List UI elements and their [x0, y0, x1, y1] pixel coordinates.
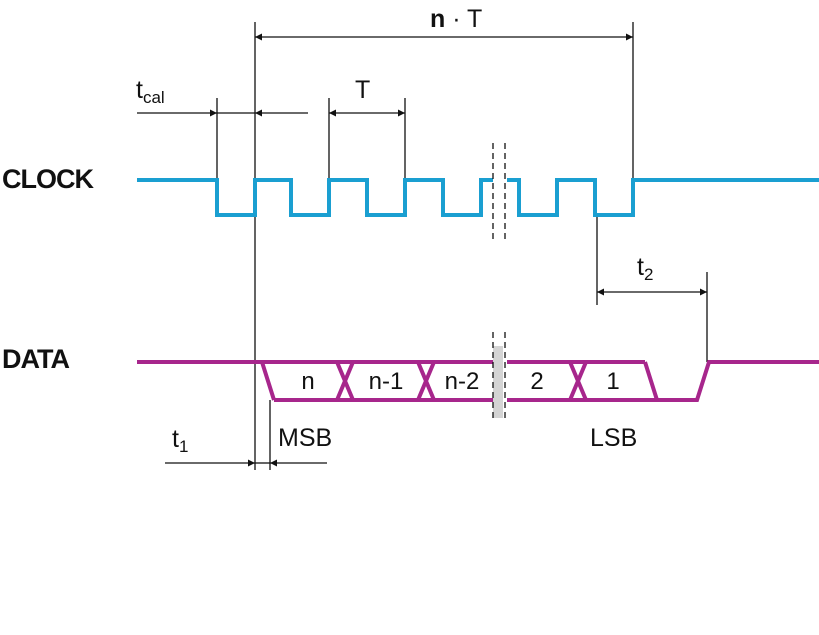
- data-bit-label: 1: [606, 368, 619, 395]
- t1-label: t1: [172, 425, 188, 456]
- clock-waveform: [137, 178, 819, 217]
- data-waveform-transitions: [260, 361, 659, 401]
- t2-label: t2: [637, 253, 653, 284]
- data-waveform-tail: [657, 360, 819, 402]
- period-label: T: [355, 76, 370, 104]
- data-bit-label: n-2: [445, 368, 480, 395]
- data-signal-label: DATA: [2, 344, 69, 374]
- data-bit-label: n: [301, 368, 314, 395]
- data-bit-label: n-1: [369, 368, 404, 395]
- clock-signal-label: CLOCK: [2, 164, 94, 194]
- msb-label: MSB: [278, 424, 332, 452]
- n-times-t-label: n · T: [430, 5, 482, 33]
- data-bit-label: 2: [530, 368, 543, 395]
- lsb-label: LSB: [590, 424, 637, 452]
- data-break-gap: [493, 346, 503, 418]
- tcal-label: tcal: [136, 76, 165, 107]
